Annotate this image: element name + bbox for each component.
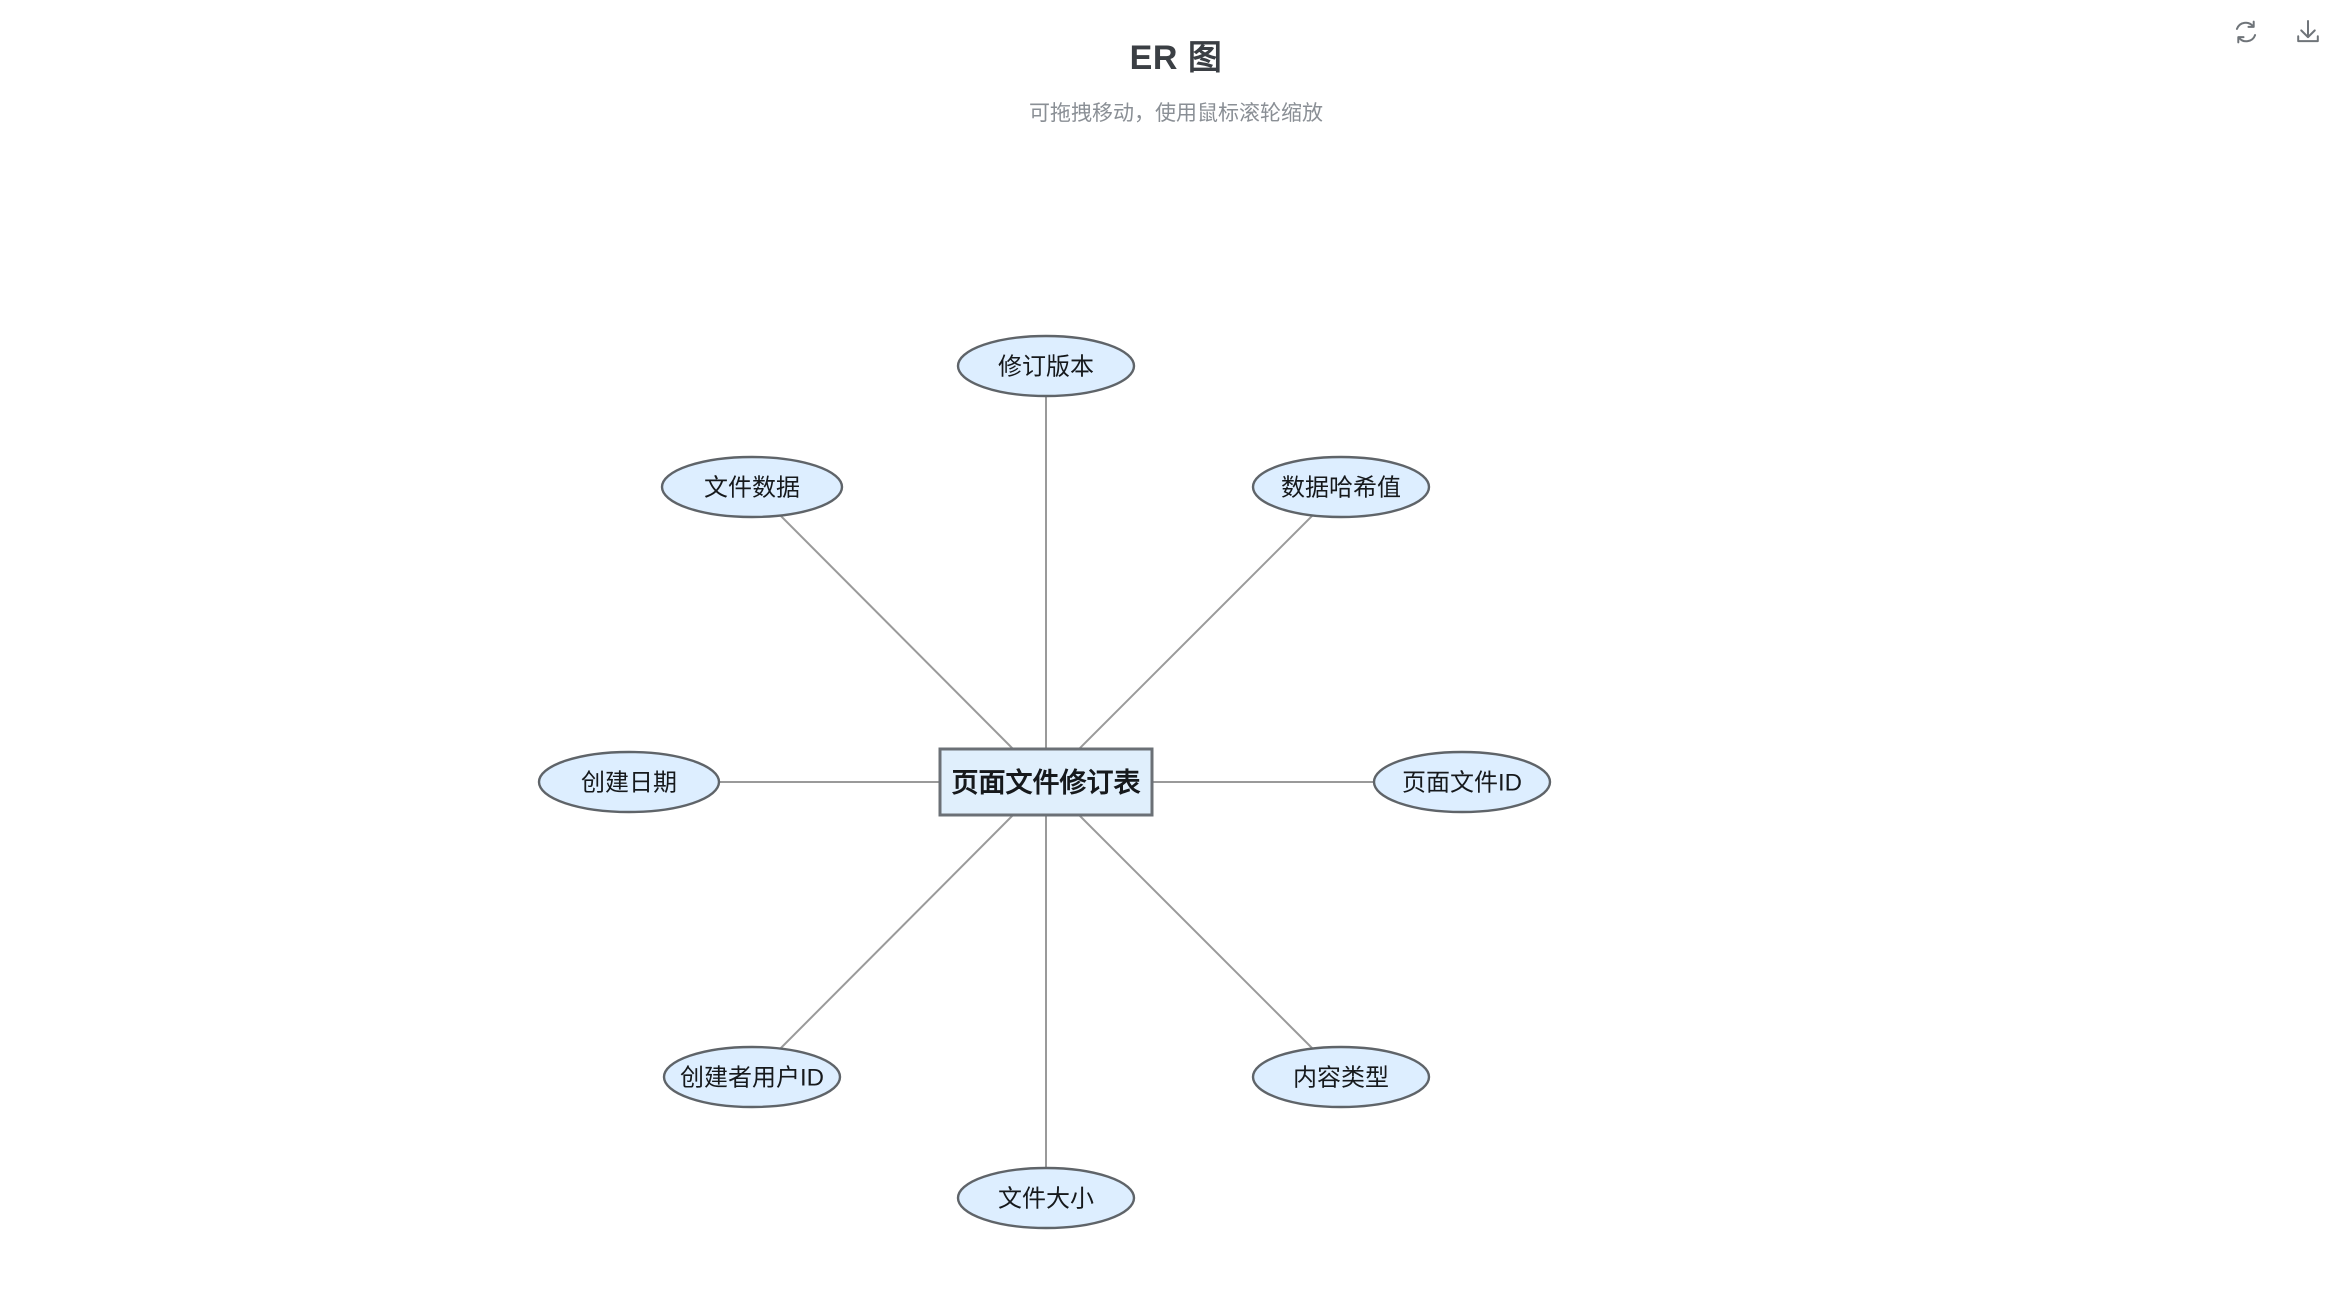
- er-attribute-shape[interactable]: [956, 1166, 1136, 1230]
- er-attribute-label: 页面文件ID: [1402, 770, 1522, 797]
- er-attribute-node[interactable]: 数据哈希值: [1251, 455, 1431, 519]
- er-attribute-shape[interactable]: [1251, 1045, 1431, 1109]
- er-attribute-shape[interactable]: [1251, 455, 1431, 519]
- er-attribute-label: 修订版本: [998, 354, 1094, 381]
- er-attribute-label: 数据哈希值: [1281, 475, 1401, 502]
- refresh-icon: [2232, 18, 2260, 46]
- er-edge-attr-creator-user-id: [751, 781, 1047, 1078]
- download-icon: [2294, 18, 2322, 46]
- er-attribute-node[interactable]: 文件数据: [660, 455, 844, 519]
- er-attribute-label: 内容类型: [1293, 1065, 1389, 1092]
- er-attribute-node[interactable]: 创建日期: [537, 750, 721, 814]
- er-entity-node[interactable]: 页面文件修订表: [938, 747, 1154, 817]
- er-attribute-node[interactable]: 内容类型: [1251, 1045, 1431, 1109]
- er-attribute-shape[interactable]: [956, 334, 1136, 398]
- er-attribute-node[interactable]: 修订版本: [956, 334, 1136, 398]
- er-attribute-shape[interactable]: [662, 1045, 842, 1109]
- download-button[interactable]: [2290, 14, 2326, 50]
- er-attribute-label: 创建日期: [581, 770, 677, 797]
- er-entity-shape[interactable]: [938, 747, 1154, 817]
- er-attribute-node[interactable]: 创建者用户ID: [662, 1045, 842, 1109]
- er-edge-attr-data-hash: [1045, 486, 1342, 783]
- er-attribute-shape[interactable]: [537, 750, 721, 814]
- toolbar: [2228, 14, 2326, 50]
- er-attribute-label: 文件大小: [998, 1186, 1094, 1213]
- er-attribute-label: 创建者用户ID: [680, 1065, 824, 1092]
- er-attribute-shape[interactable]: [660, 455, 844, 519]
- er-attribute-node[interactable]: 文件大小: [956, 1166, 1136, 1230]
- refresh-button[interactable]: [2228, 14, 2264, 50]
- er-entity-label: 页面文件修订表: [952, 767, 1141, 798]
- er-edge-attr-file-data: [751, 486, 1047, 783]
- er-edge-attr-content-type: [1045, 781, 1342, 1078]
- er-attribute-node[interactable]: 页面文件ID: [1372, 750, 1552, 814]
- er-attribute-shape[interactable]: [1372, 750, 1552, 814]
- er-attribute-label: 文件数据: [704, 475, 800, 502]
